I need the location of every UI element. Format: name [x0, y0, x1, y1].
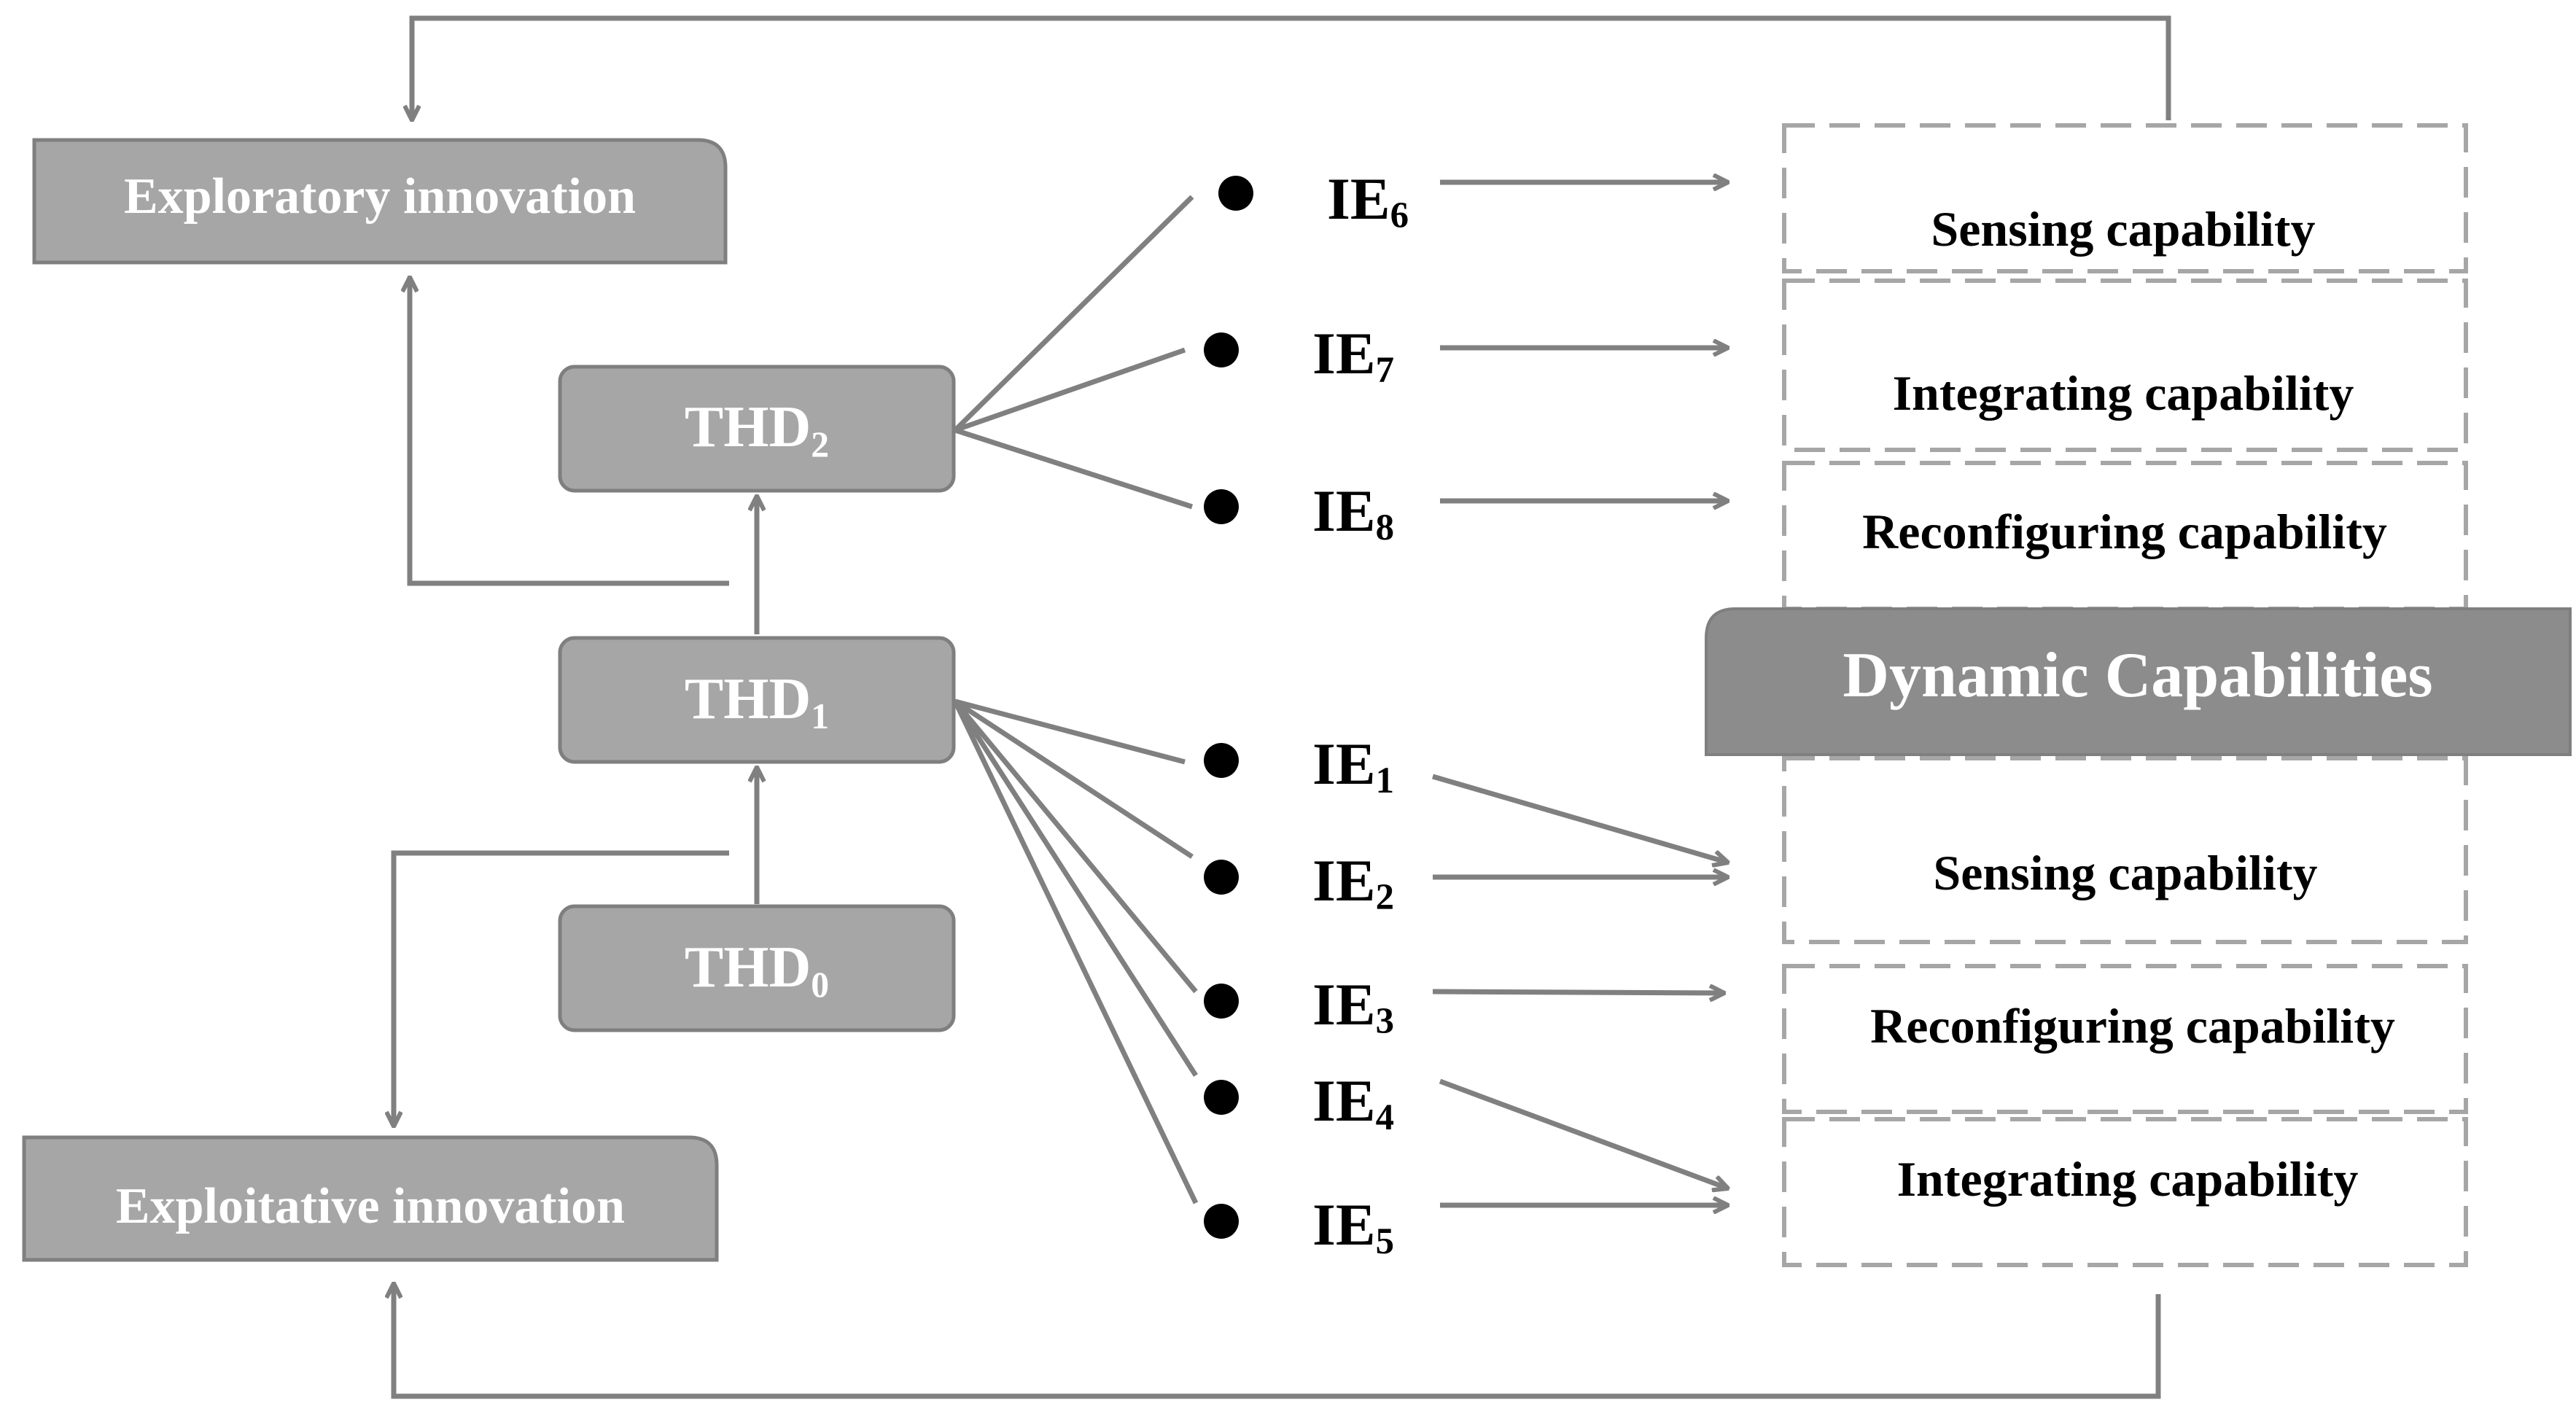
cap-sensing-top: Sensing capability [1931, 201, 2315, 257]
capability-labels-bottom: Sensing capability Reconfiguring capabil… [1870, 845, 2395, 1207]
ie6-label: IE6 [1327, 166, 1409, 236]
fan-thd1-ie2 [954, 699, 1194, 859]
frame-sensing-bottom [1782, 756, 2468, 944]
dynamic-capabilities-box [1705, 607, 2572, 756]
ie4-label: IE4 [1312, 1067, 1394, 1137]
fan-thd1-ie5 [952, 700, 1199, 1204]
thd2-box [558, 365, 956, 493]
cap-reconfiguring-top: Reconfiguring capability [1862, 504, 2387, 559]
dot-ie4 [1204, 1080, 1239, 1115]
exploitative-innovation-box [22, 1135, 719, 1262]
frame-sensing-top [1782, 123, 2468, 273]
arrow-ie1-sensing [1432, 774, 1728, 863]
capability-labels-top: Sensing capability Integrating capabilit… [1862, 201, 2387, 559]
cap-integrating-top: Integrating capability [1893, 365, 2354, 421]
fan-thd1-ie1 [954, 698, 1186, 765]
thd0-box [558, 904, 956, 1032]
arrow-ie3-reconfiguring [1432, 992, 1724, 993]
fan-thd2-ie7 [954, 347, 1186, 433]
dot-ie3 [1204, 984, 1239, 1019]
thd1-box [558, 636, 956, 764]
dot-ie7 [1204, 332, 1239, 367]
fan-thd1-ie4 [953, 700, 1198, 1077]
frame-reconfiguring-top [1782, 461, 2468, 611]
frame-integrating-bottom [1782, 1117, 2468, 1267]
feedback-arrow-exploratory [412, 15, 2171, 120]
exploratory-innovation-label: Exploratory innovation [124, 168, 636, 225]
cap-integrating-bottom: Integrating capability [1897, 1151, 2359, 1207]
ie8-label: IE8 [1312, 478, 1394, 548]
ie1-label: IE1 [1312, 731, 1394, 801]
dot-ie2 [1204, 860, 1239, 895]
frame-integrating-top [1782, 279, 2468, 452]
connector-lines [394, 15, 2171, 1399]
dot-ie5 [1204, 1204, 1239, 1239]
arrow-thd0-to-exploitative [394, 850, 729, 1126]
ie-dots [1204, 176, 1253, 1239]
ie7-label: IE7 [1312, 320, 1394, 390]
cap-reconfiguring-bottom: Reconfiguring capability [1870, 998, 2395, 1054]
dot-ie6 [1218, 176, 1253, 211]
dynamic-capabilities-label: Dynamic Capabilities [1842, 640, 2432, 711]
exploratory-innovation-box [32, 138, 728, 265]
arrow-thd1-to-exploratory [410, 277, 729, 586]
fan-thd2-ie6 [953, 195, 1194, 432]
capability-frames [1782, 123, 2468, 1267]
fan-thd1-ie3 [953, 699, 1198, 994]
fan-thd2-ie8 [954, 427, 1194, 510]
ie2-label: IE2 [1312, 847, 1394, 917]
ie5-label: IE5 [1312, 1191, 1394, 1261]
frame-reconfiguring-bottom [1782, 964, 2468, 1114]
exploitative-innovation-label: Exploitative innovation [116, 1178, 625, 1234]
thd2-label: THD2 [685, 395, 829, 464]
ie3-label: IE3 [1312, 971, 1394, 1041]
feedback-arrow-exploitative [394, 1283, 2161, 1399]
thd0-label: THD0 [685, 935, 829, 1005]
dot-ie1 [1204, 743, 1239, 778]
thd1-label: THD1 [685, 667, 829, 736]
ie-labels: IE6 IE7 IE8 IE1 IE2 IE3 IE4 IE5 [1312, 166, 1409, 1261]
cap-sensing-bottom: Sensing capability [1933, 845, 2317, 900]
dot-ie8 [1204, 489, 1239, 524]
arrow-ie4-integrating [1439, 1078, 1728, 1188]
